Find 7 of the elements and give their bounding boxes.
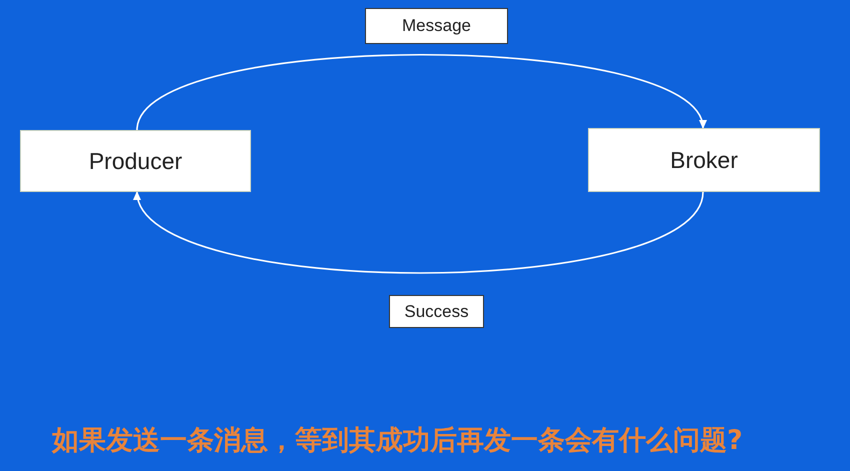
edge-label: Success — [389, 295, 484, 328]
edge-label: Message — [365, 8, 508, 44]
process-box: Broker — [588, 128, 820, 192]
process-box: Producer — [20, 130, 251, 192]
arrow — [136, 54, 704, 130]
caption: 如果发送一条消息，等到其成功后再发一条会有什么问题? — [52, 424, 743, 458]
arrow — [136, 191, 704, 274]
